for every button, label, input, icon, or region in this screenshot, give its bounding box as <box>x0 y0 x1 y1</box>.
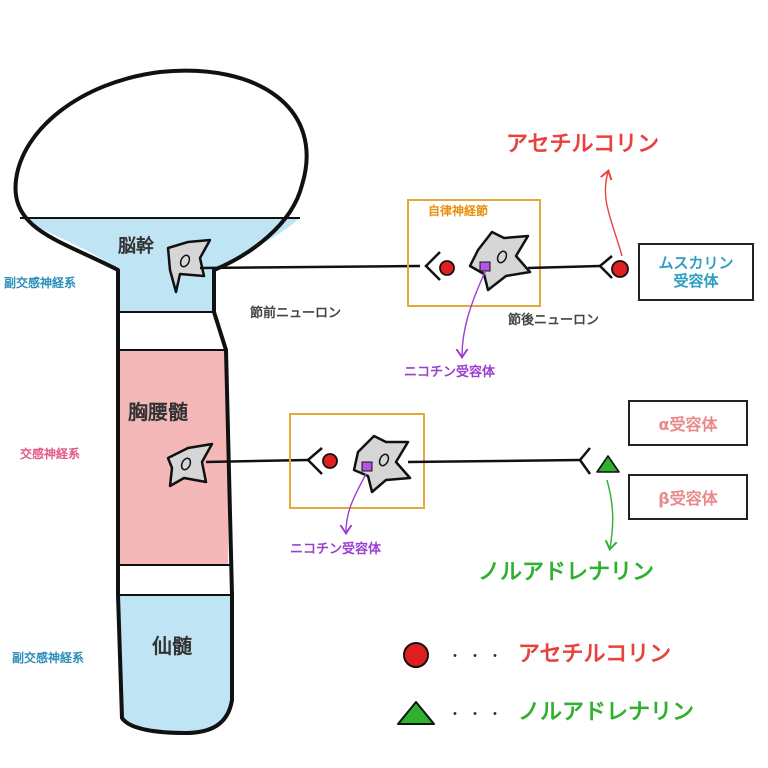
beta-receptor-box: β受容体 <box>628 474 748 520</box>
brain-spinal-outline <box>13 68 309 735</box>
legend-noradrenaline-label: ノルアドレナリン <box>518 700 695 725</box>
sympathetic-label: 交感神経系 <box>20 447 81 461</box>
thoracolumbar-label: 胸腰髄 <box>128 400 188 424</box>
nucleus-icon <box>180 457 192 471</box>
legend-dots: ・・・ <box>448 649 508 665</box>
nicotinic-receptor-marker <box>361 461 373 472</box>
sympathetic-postganglionic-neuron-icon <box>352 434 412 494</box>
acetylcholine-dot-icon <box>439 260 455 276</box>
sacral-region <box>118 595 232 733</box>
nicotinic-receptor-label: ニコチン受容体 <box>290 542 382 557</box>
synapse-terminal-icon <box>306 447 323 475</box>
synapse-terminal-icon <box>424 251 441 281</box>
legend-acetylcholine-label: アセチルコリン <box>518 642 672 667</box>
alpha-receptor-label: α受容体 <box>658 415 718 434</box>
muscarinic-receptor-line1: ムスカリン <box>658 254 734 272</box>
synapse-terminal-icon <box>598 255 613 279</box>
preganglionic-neuron-label: 節前ニューロン <box>250 306 342 321</box>
synapse-terminal-icon <box>578 447 592 475</box>
postganglionic-neuron-label: 節後ニューロン <box>508 313 600 328</box>
legend-noradrenaline-icon <box>397 701 435 725</box>
noradrenaline-label: ノルアドレナリン <box>478 560 655 585</box>
muscarinic-receptor-box: ムスカリン 受容体 <box>638 243 754 301</box>
nicotinic-arrow <box>462 271 486 356</box>
noradrenaline-triangle-icon <box>596 455 620 473</box>
brainstem-label: 脳幹 <box>118 236 154 257</box>
preganglionic-axon <box>199 264 421 270</box>
acetylcholine-dot-icon <box>611 260 629 278</box>
acetylcholine-label: アセチルコリン <box>506 132 660 157</box>
sacral-label: 仙髄 <box>152 634 192 658</box>
muscarinic-receptor-line2: 受容体 <box>673 272 719 290</box>
parasympathetic-label-top: 副交感神経系 <box>4 276 77 290</box>
acetylcholine-arrow <box>605 172 623 257</box>
noradrenaline-arrow <box>607 479 613 548</box>
brainstem-region <box>20 218 300 312</box>
nicotinic-receptor-marker <box>479 261 491 272</box>
nicotinic-receptor-label: ニコチン受容体 <box>404 365 496 380</box>
ganglion-label: 自律神経節 <box>428 204 489 218</box>
alpha-receptor-box: α受容体 <box>628 400 748 446</box>
nucleus-icon <box>179 254 191 268</box>
nucleus-icon <box>378 453 390 467</box>
acetylcholine-dot-icon <box>322 453 338 469</box>
postganglionic-axon <box>527 264 601 270</box>
sympathetic-postganglionic-axon <box>407 458 581 464</box>
postganglionic-neuron-icon <box>468 230 532 292</box>
parasympathetic-label-bottom: 副交感神経系 <box>12 651 85 665</box>
beta-receptor-label: β受容体 <box>658 489 718 508</box>
legend-acetylcholine-icon <box>403 642 429 668</box>
nicotinic-arrow <box>346 473 367 532</box>
parasympathetic-ganglion-box <box>407 199 541 307</box>
nucleus-icon <box>496 250 508 264</box>
legend-dots: ・・・ <box>448 707 508 723</box>
brainstem-neuron-icon <box>166 238 212 294</box>
